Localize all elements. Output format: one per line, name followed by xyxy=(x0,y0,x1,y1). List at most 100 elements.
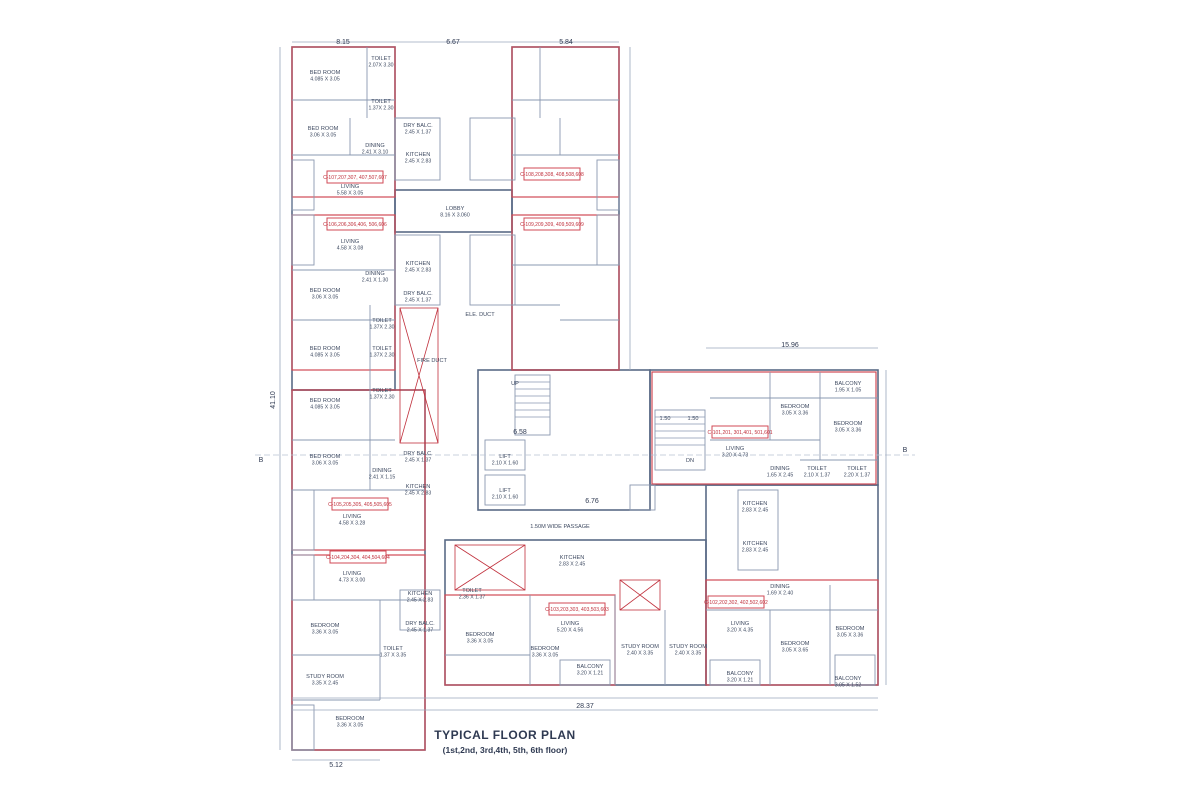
room-size: 4.085 X 3.05 xyxy=(310,405,340,411)
kitchen-block-left-3 xyxy=(399,589,441,631)
unit-tag-text: C-108,208,308, 408,508,608 xyxy=(520,172,584,178)
passage-label: 1.50M WIDE PASSAGE xyxy=(530,524,590,530)
room-size: 1.37X 2.30 xyxy=(368,106,393,112)
room-size: 2.10 X 1.60 xyxy=(492,495,519,501)
dim-passage-width: 6.76 xyxy=(585,498,599,505)
room-size: 3.05 X 3.36 xyxy=(835,428,862,434)
room-size: 3.06 X 3.05 xyxy=(312,461,339,467)
lobby-block xyxy=(394,189,513,233)
unit-tag-text: C-103,203,303, 403,503,603 xyxy=(545,607,609,613)
unit-number-tag: C-104,204,304, 404,504,604 xyxy=(326,550,390,564)
room-name: STUDY ROOM xyxy=(306,674,344,680)
unit-number-tag: C-105,205,305, 405,505,605 xyxy=(328,497,392,511)
unit-tag-text: C-109,209,309, 409,509,609 xyxy=(520,222,584,228)
unit-number-tag: C-108,208,308, 408,508,608 xyxy=(520,167,584,181)
room-size: 2.41 X 1.15 xyxy=(369,475,396,481)
stair-up-label: UP xyxy=(511,381,519,387)
unit-number-tag: C-109,209,309, 409,509,609 xyxy=(520,217,584,231)
room-name: BEDROOM xyxy=(834,421,863,427)
room-size: 2.45 X 1.37 xyxy=(405,298,432,304)
unit-tag-box xyxy=(548,602,606,616)
room-size: 4.58 X 3.28 xyxy=(339,521,366,527)
room-name: DINING xyxy=(770,584,790,590)
room-size: 2.45 X 2.83 xyxy=(405,159,432,165)
room-size: 4.085 X 3.05 xyxy=(310,353,340,359)
room-size: 3.05 X 1.52 xyxy=(835,683,862,689)
room-name: BEDROOM xyxy=(836,626,865,632)
room-label: DRY BALC.2.45 X 1.37 xyxy=(403,123,433,136)
room-name: KITCHEN xyxy=(406,152,431,158)
unit-number-tag: C-101,201, 301,401, 501,601 xyxy=(707,425,773,439)
left-lower-wing xyxy=(291,389,426,751)
room-name: TOILET xyxy=(807,466,827,472)
room-size: 3.06 X 3.05 xyxy=(310,133,337,139)
room-name: DRY BALC. xyxy=(403,291,433,297)
room-name: TOILET xyxy=(372,388,392,394)
dimension-lines xyxy=(279,41,887,761)
room-size: 2.83 X 2.45 xyxy=(742,548,769,554)
room-name: LIVING xyxy=(343,571,361,577)
room-size: 2.83 X 2.45 xyxy=(742,508,769,514)
room-size: 1.37X 2.30 xyxy=(369,395,394,401)
room-name: TOILET xyxy=(372,318,392,324)
room-name: BALCONY xyxy=(835,676,862,682)
balcony-left-2 xyxy=(291,554,315,601)
room-size: 3.05 X 3.36 xyxy=(837,633,864,639)
room-size: 2.36 X 1.37 xyxy=(459,595,486,601)
room-name: LIVING xyxy=(341,239,359,245)
dim-right-wing: 15.96 xyxy=(781,342,799,349)
room-size: 2.41 X 1.30 xyxy=(362,278,389,284)
dim-overall-height: 41.10 xyxy=(270,391,277,409)
dim-core-width: 6.58 xyxy=(513,429,527,436)
lift-2 xyxy=(484,474,526,506)
unit-tag-text: C-101,201, 301,401, 501,601 xyxy=(707,430,772,436)
balcony-bottom xyxy=(559,659,611,686)
room-name: TOILET xyxy=(383,646,403,652)
room-size: 3.20 X 4.35 xyxy=(727,628,754,634)
unit-tag-text: C-104,204,304, 404,504,604 xyxy=(326,555,390,561)
room-size: 3.36 X 3.05 xyxy=(467,639,494,645)
room-size: 2.41 X 3.10 xyxy=(362,150,389,156)
shaft-cross xyxy=(619,579,661,611)
room-name: BALCONY xyxy=(835,381,862,387)
room-name: TOILET xyxy=(847,466,867,472)
dim-top-left: 8.15 xyxy=(336,39,350,46)
unit-tag-box xyxy=(326,217,384,231)
kitchen-block-right-3 xyxy=(737,489,779,571)
room-name: KITCHEN xyxy=(406,484,431,490)
room-name: BED ROOM xyxy=(308,126,339,132)
unit-tag-text: C-107,207,307, 407,507,607 xyxy=(323,175,387,181)
kitchen-block-left xyxy=(394,117,441,181)
room-name: DINING xyxy=(365,143,385,149)
right-top-wing xyxy=(511,46,620,371)
room-size: 2.83 X 2.45 xyxy=(559,562,586,568)
room-name: KITCHEN xyxy=(560,555,585,561)
section-marker-right: B xyxy=(903,447,908,454)
room-name: BED ROOM xyxy=(310,346,341,352)
room-size: 1.95 X 1.05 xyxy=(835,388,862,394)
stair-dn-label: DN xyxy=(686,458,694,464)
room-size: 2.07X 3.30 xyxy=(368,63,393,69)
unit-tag-box xyxy=(326,170,384,184)
